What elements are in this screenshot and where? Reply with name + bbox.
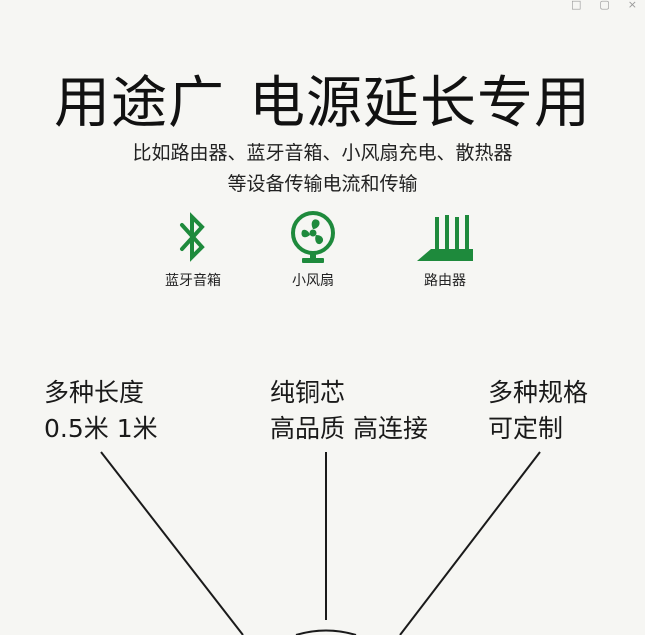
feature-lengths-title: 多种长度 bbox=[44, 378, 145, 407]
device-bluetooth-speaker: 蓝牙音箱 bbox=[138, 206, 248, 290]
device-label-fan: 小风扇 bbox=[292, 273, 334, 289]
bluetooth-icon bbox=[180, 212, 205, 262]
title-part2: 电源延长专用 bbox=[249, 71, 591, 136]
feature-lengths-detail: 0.5米 1米 bbox=[44, 414, 158, 443]
window-controls: □ ▢ × bbox=[571, 0, 637, 10]
feature-copper-detail: 高品质 高连接 bbox=[270, 414, 428, 443]
subtitle-line2: 等设备传输电流和传输 bbox=[227, 173, 418, 195]
minimize-icon[interactable]: □ bbox=[570, 0, 582, 11]
maximize-icon[interactable]: ▢ bbox=[599, 0, 610, 11]
fan-icon bbox=[291, 211, 335, 263]
bottom-arc bbox=[295, 629, 357, 635]
callout-line-left bbox=[100, 451, 244, 635]
callout-line-right bbox=[399, 451, 541, 635]
page-title: 用途广电源延长专用 bbox=[0, 58, 645, 139]
feature-lengths: 多种长度 0.5米 1米 bbox=[44, 375, 158, 447]
feature-specs-detail: 可定制 bbox=[488, 414, 564, 443]
feature-specs: 多种规格 可定制 bbox=[488, 375, 588, 447]
feature-specs-title: 多种规格 bbox=[488, 378, 589, 407]
feature-copper-core: 纯铜芯 高品质 高连接 bbox=[270, 375, 428, 447]
title-part1: 用途广 bbox=[54, 71, 225, 136]
device-router: 路由器 bbox=[390, 206, 500, 290]
device-fan: 小风扇 bbox=[258, 206, 368, 290]
router-icon bbox=[417, 215, 473, 261]
device-label-bluetooth: 蓝牙音箱 bbox=[165, 273, 221, 289]
close-icon[interactable]: × bbox=[627, 0, 637, 11]
device-label-router: 路由器 bbox=[424, 273, 466, 289]
feature-copper-title: 纯铜芯 bbox=[270, 378, 346, 407]
subtitle-line1: 比如路由器、蓝牙音箱、小风扇充电、散热器 bbox=[132, 142, 513, 164]
